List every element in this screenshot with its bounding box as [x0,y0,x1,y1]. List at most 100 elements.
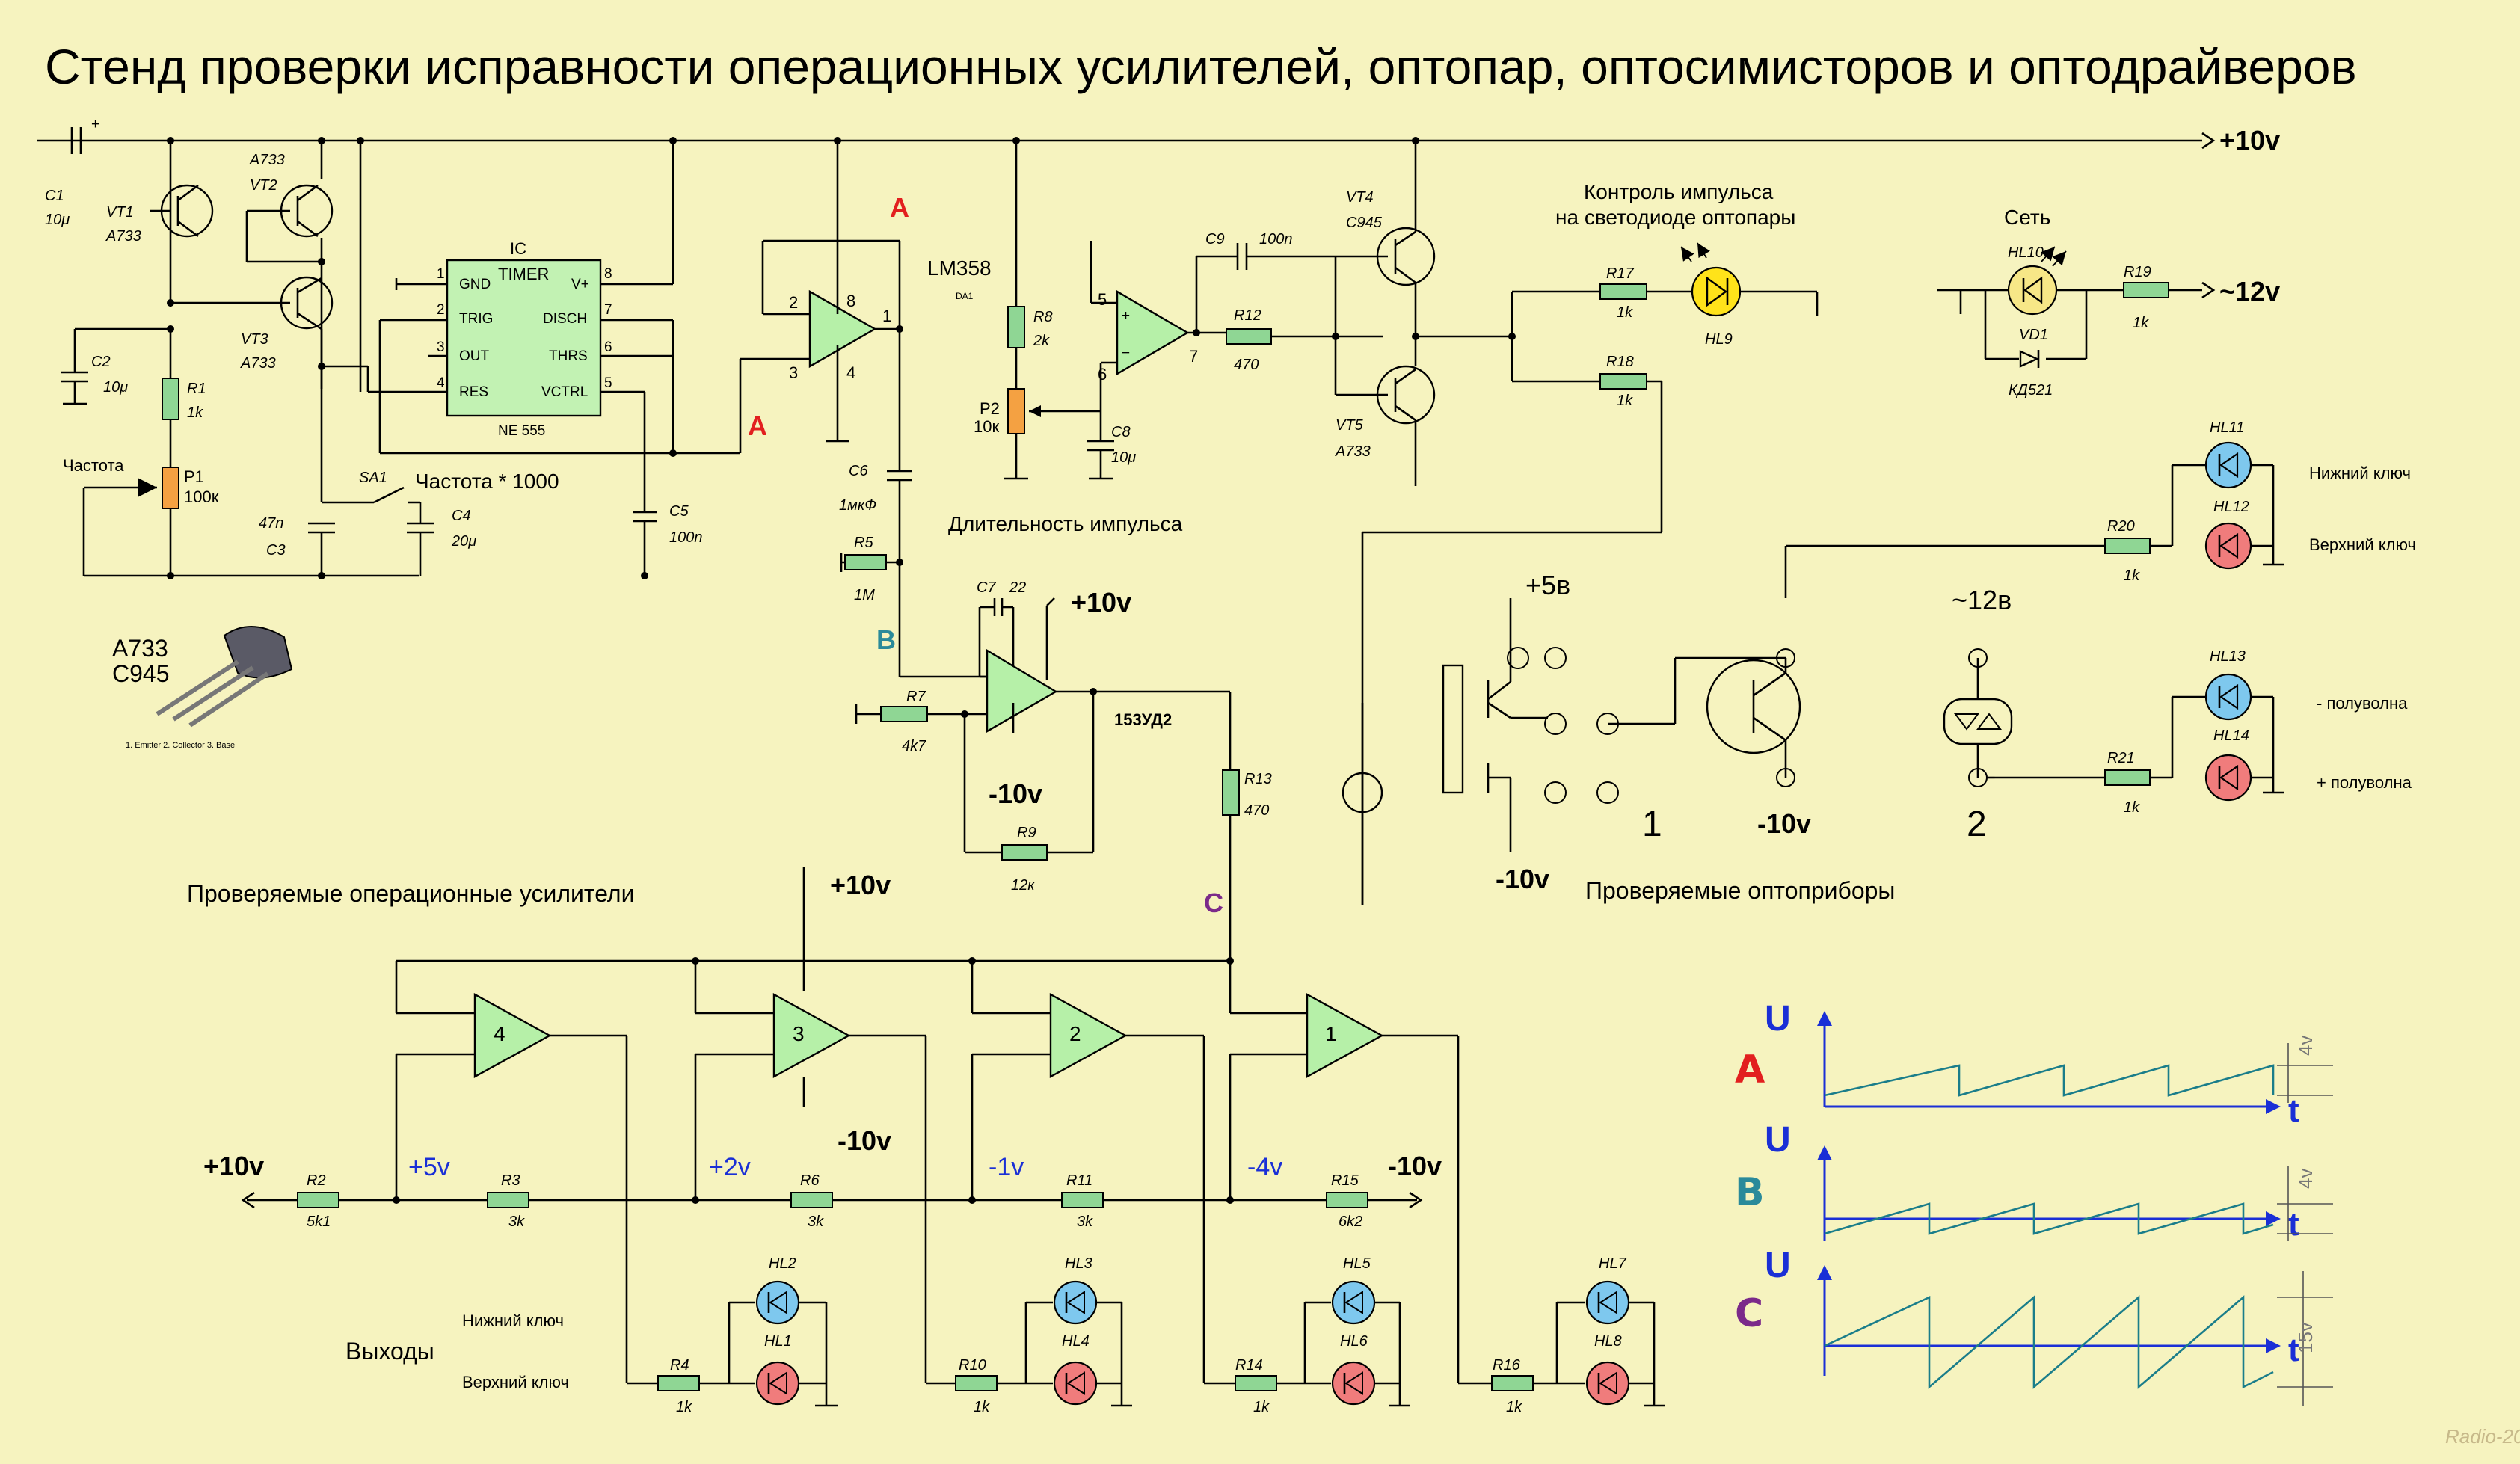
c7-label: C7 [977,579,996,596]
lm358-pin4: 4 [846,363,855,382]
vt5-type: A733 [1335,443,1371,460]
sa1-switch [320,366,422,523]
hl7-label: HL7 [1599,1255,1627,1272]
transistor-package-icon [156,626,293,728]
hl13-label: HL13 [2210,648,2246,665]
r20-value: 1k [2124,568,2140,584]
v-plus2: +2v [709,1153,751,1181]
r10-value: 1k [974,1399,990,1415]
op153-wiring [927,597,1232,961]
lm358-opamp-1 [808,289,877,369]
c2-label: C2 [91,354,111,370]
node-a-label-1: A [748,410,767,441]
hl9-led [1680,242,1742,317]
pkg-pinout: 1. Emitter 2. Collector 3. Base [126,741,235,750]
c4-label: C4 [452,508,471,524]
hl11-led [2204,441,2252,489]
c5-value: 100n [669,529,703,546]
r1-label: R1 [187,381,206,397]
lm358-wiring [761,141,987,678]
node-b-label: B [876,624,896,655]
hl1-label: HL1 [764,1333,792,1350]
vt3-transistor [170,276,334,366]
outputs-up-key: Верхний ключ [462,1373,569,1391]
output-group-3 [1235,1280,1410,1407]
r2-value: 5k1 [307,1214,331,1230]
c7-value: 22 [1009,579,1026,596]
graph-t-2: t [2288,1206,2299,1243]
r7-label: R7 [906,689,926,705]
hl11-label: HL11 [2210,419,2244,436]
hl10-label: HL10 [2008,244,2044,261]
p2-value: 10к [974,417,999,436]
r1-resistor [162,378,179,420]
r2-label: R2 [307,1172,326,1189]
svg-text:OUT: OUT [459,348,490,364]
optotriac [1943,648,2013,787]
amp-c-label: 15v [2294,1322,2317,1353]
graph-t-1: t [2288,1092,2299,1129]
r20-resistor [2104,538,2151,554]
lm358-pin8: 8 [846,292,855,310]
amp-b-label: 4v [2294,1169,2317,1189]
optodevice-1-minus10: -10v [1496,864,1549,894]
r12-value: 470 [1234,357,1259,373]
r5-resistor [844,554,887,570]
hl12-label: HL12 [2213,499,2249,515]
svg-text:V+: V+ [571,277,589,292]
rail-plus5-label: +5в [1525,570,1570,600]
vt4-transistor [1336,141,1436,366]
p1-value: 100к [184,488,219,506]
tested-opamp-4 [473,992,552,1079]
c6-label: C6 [849,463,868,479]
svg-text:RES: RES [459,384,488,400]
c6-value: 1мкФ [839,497,876,514]
dev1-label: 1 [1642,805,1662,844]
v-minus4: -4v [1247,1153,1282,1181]
lm358-pin1: 1 [882,307,891,325]
r8-resistor [1007,306,1025,348]
c3-label: C3 [266,542,286,559]
graph-a-label: A [1735,1048,1765,1092]
sa1-label: SA1 [359,470,387,486]
hl6-label: HL6 [1340,1333,1368,1350]
hl13-led [2204,673,2252,721]
hl10-led [2007,246,2067,316]
node-a-label-2: A [890,192,909,223]
output-group-1 [657,1280,838,1407]
pkg-type-c945: C945 [112,660,170,687]
p1-potentiometer [162,467,179,509]
vd1-type: КД521 [2009,382,2053,399]
op2-num: 2 [1069,1022,1081,1045]
hl12-caption: Верхний ключ [2309,535,2416,554]
r12-resistor [1226,328,1272,345]
svg-text:4: 4 [437,375,445,391]
r18-value: 1k [1617,393,1633,409]
opamp-title: Проверяемые операционные усилители [187,880,634,907]
r15-label: R15 [1331,1172,1359,1189]
c1-label: C1 [45,188,64,204]
svg-text:+: + [91,117,99,132]
op153-opamp [986,648,1058,733]
r17-value: 1k [1617,304,1633,321]
p2-label: P2 [980,399,1000,418]
p1-label: P1 [184,467,204,486]
optocoupler-minus10: -10v [1757,808,1811,839]
lm358-pin3: 3 [789,363,798,382]
ic-pin-numbers: 1 2 3 4 8 7 6 5 [437,266,612,391]
op153-plus10: +10v [1071,587,1131,618]
r19-value: 1k [2133,315,2149,331]
svg-text:5: 5 [604,375,612,391]
r15-resistor [1326,1192,1368,1208]
svg-text:2: 2 [437,302,445,318]
r5-value: 1M [854,587,875,603]
node-c-label: C [1204,888,1223,918]
v-minus1: -1v [989,1153,1024,1181]
hl8-label: HL8 [1594,1333,1622,1350]
da1-label: DA1 [956,291,974,301]
graph-b-label: B [1735,1170,1765,1215]
r9-label: R9 [1017,825,1036,841]
page-title: Стенд проверки исправности операционных … [45,39,2357,94]
output-group-2 [955,1280,1132,1407]
vt3-type: A733 [240,355,276,372]
